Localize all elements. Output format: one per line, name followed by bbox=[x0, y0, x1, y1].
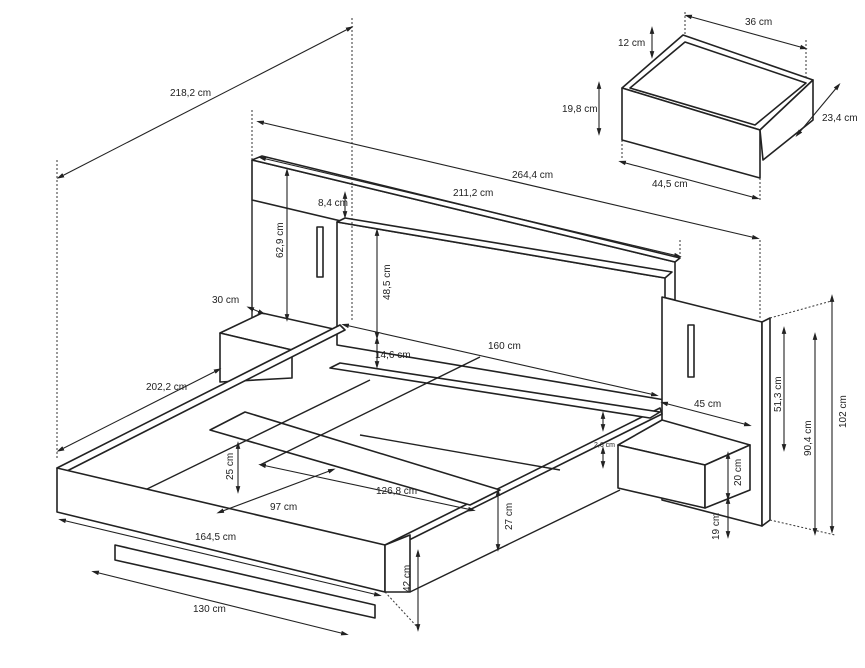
label-drawer-inner-height: 12 cm bbox=[618, 38, 645, 49]
label-overall-width: 264,4 cm bbox=[512, 170, 553, 181]
label-side-panel-right-height: 51,3 cm bbox=[773, 376, 784, 412]
label-frame-width: 164,5 cm bbox=[195, 532, 236, 543]
drawer bbox=[621, 34, 814, 179]
label-shelf-depth: 30 cm bbox=[212, 295, 239, 306]
label-drawer-front-width: 44,5 cm bbox=[652, 179, 688, 190]
label-headboard-offset: 8,4 cm bbox=[318, 198, 348, 209]
label-total-height: 102 cm bbox=[838, 395, 849, 428]
label-slat-width: 97 cm bbox=[270, 502, 297, 513]
label-headboard-panel-height: 48,5 cm bbox=[382, 264, 393, 300]
label-mattress-width: 160 cm bbox=[488, 341, 521, 352]
label-frame-length: 202,2 cm bbox=[146, 382, 187, 393]
label-nightstand-width: 45 cm bbox=[694, 399, 721, 410]
label-headboard-width: 211,2 cm bbox=[453, 188, 493, 199]
label-slat-thickness: 2,6 cm bbox=[594, 442, 615, 449]
label-base-width: 130 cm bbox=[193, 604, 226, 615]
label-side-panel-height: 62,9 cm bbox=[275, 222, 286, 258]
label-drawer-depth: 23,4 cm bbox=[822, 113, 858, 124]
label-nightstand-floor-gap: 19 cm bbox=[711, 513, 722, 540]
label-total-height-mid: 90,4 cm bbox=[803, 420, 814, 456]
label-drawer-front-height: 19,8 cm bbox=[562, 104, 598, 115]
label-drawer-width: 36 cm bbox=[745, 17, 772, 28]
label-frame-height: 27 cm bbox=[504, 503, 515, 530]
label-headboard-gap: 14,6 cm bbox=[375, 350, 411, 361]
label-inner-length: 126,8 cm bbox=[376, 486, 417, 497]
label-nightstand-height: 20 cm bbox=[733, 459, 744, 486]
label-base-height: 42 cm bbox=[402, 565, 413, 592]
label-slat-gap: 25 cm bbox=[225, 453, 236, 480]
left-nightstand bbox=[219, 312, 339, 383]
dimension-lines bbox=[56, 14, 841, 636]
dimension-labels: 218,2 cm 264,4 cm 211,2 cm 8,4 cm 62,9 c… bbox=[146, 17, 858, 615]
label-overall-length: 218,2 cm bbox=[170, 88, 211, 99]
right-nightstand bbox=[617, 419, 751, 509]
